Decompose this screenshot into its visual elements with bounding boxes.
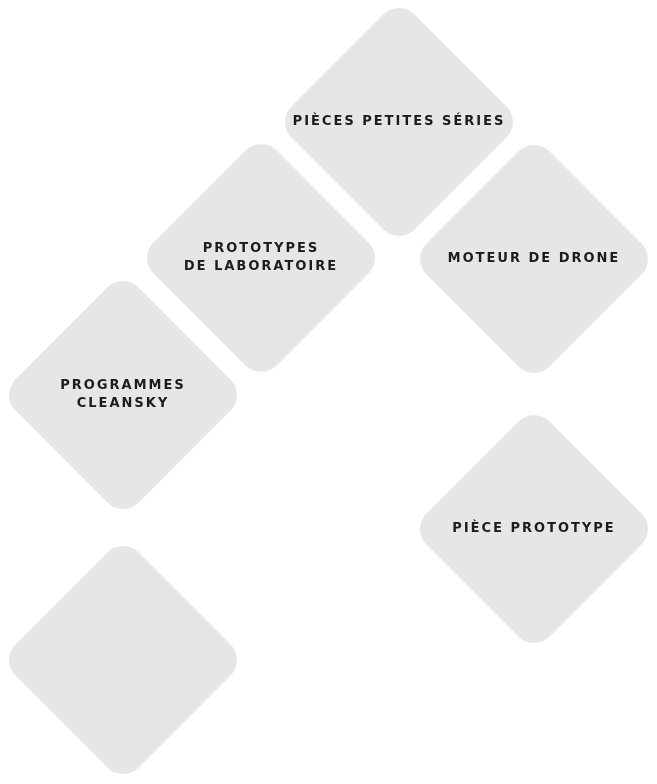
tile-label: PROTOTYPES DE LABORATOIRE [184,240,338,276]
tile-label-line: CLEANSKY [76,396,170,411]
tile-label-line: PIÈCE PROTOTYPE [452,521,616,536]
tile-label-line: PIÈCES PETITES SÉRIES [292,114,506,129]
tile-label: PROGRAMMES CLEANSKY [60,377,185,413]
tile-diamond-shape [0,536,247,784]
tile-label-line: PROGRAMMES [60,378,186,393]
tile-moteur-de-drone[interactable]: MOTEUR DE DRONE [410,135,657,383]
tile-label: MOTEUR DE DRONE [448,250,621,268]
tile-piece-prototype[interactable]: PIÈCE PROTOTYPE [410,405,657,653]
tile-label-line: PROTOTYPES [202,241,320,256]
tile-pieces-petites-series[interactable]: PIÈCES PETITES SÉRIES [275,0,523,246]
tile-prototypes-de-laboratoire[interactable]: PROTOTYPES DE LABORATOIRE [137,134,385,382]
tile-label-line: DE LABORATOIRE [183,259,339,274]
tile-label: PIÈCES PETITES SÉRIES [293,113,506,131]
tile-programmes-cleansky[interactable]: PROGRAMMES CLEANSKY [0,271,247,519]
tile-label-line: MOTEUR DE DRONE [447,251,621,266]
tile-empty [0,536,247,784]
tile-label: PIÈCE PROTOTYPE [452,520,615,538]
